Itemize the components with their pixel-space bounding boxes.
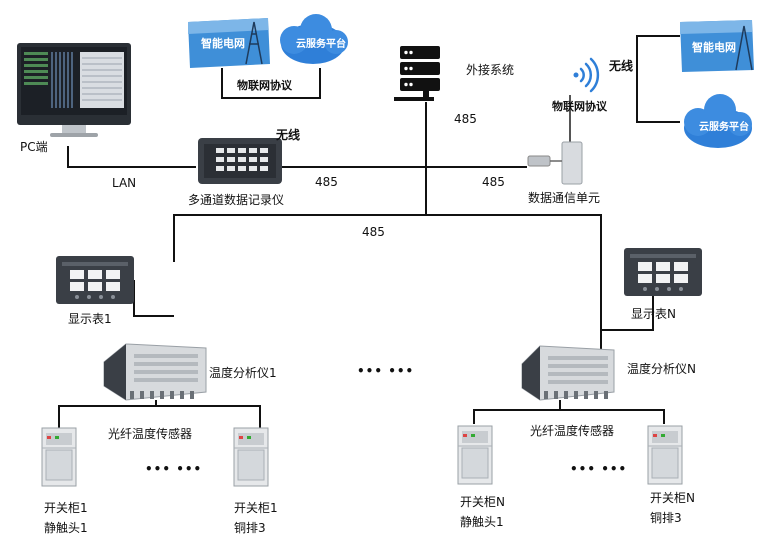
sensor-right-label: 光纤温度传感器 [530, 424, 615, 438]
data-logger-label: 多通道数据记录仪 [188, 193, 285, 207]
cloud-left-icon [280, 14, 348, 64]
display1-link [133, 280, 174, 317]
lan-link [67, 146, 196, 168]
iot-protocol-left-label: 物联网协议 [237, 79, 292, 92]
cloud-right-chip: 云服务平台 [699, 122, 749, 133]
pc-label: PC端 [20, 140, 48, 154]
connection-lines [58, 35, 680, 428]
fiber-right-bracket [473, 409, 665, 424]
fiber-left-bracket [58, 405, 261, 428]
cabinet-1a-point: 静触头1 [44, 521, 88, 535]
ellipsis-left: ••• ••• [145, 462, 203, 476]
cloud-left-chip: 云服务平台 [296, 39, 346, 50]
smart-grid-left-icon [188, 18, 270, 68]
display-meter-1-icon [56, 256, 134, 304]
wifi-signal-icon [573, 57, 600, 93]
cabinet-1b-point: 铜排3 [234, 521, 266, 535]
smart-grid-left-chip: 智能电网 [201, 37, 245, 50]
cabinet-nb-point: 铜排3 [650, 511, 682, 525]
pc-monitor-icon [17, 43, 131, 137]
bus-label-main: 485 [362, 225, 385, 239]
temperature-analyzer-n-icon [521, 345, 615, 401]
switch-cabinet-na-icon [457, 425, 493, 485]
switch-cabinet-1b-icon [233, 427, 269, 487]
cloud-right-icon [684, 94, 752, 148]
display-meter-n-icon [624, 248, 702, 296]
ellipsis-right: ••• ••• [570, 462, 628, 476]
cabinet-nb-name: 开关柜N [650, 491, 695, 505]
bus-label-dtu: 485 [482, 175, 505, 189]
iot-right-bracket [636, 35, 680, 123]
temperature-analyzer-1-icon [103, 343, 207, 401]
dtu-label: 数据通信单元 [528, 191, 601, 205]
bus-label-server: 485 [454, 112, 477, 126]
switch-cabinet-nb-icon [647, 425, 683, 485]
bus-485-main [173, 214, 602, 350]
display-n-label: 显示表N [631, 307, 676, 321]
external-system-label: 外接系统 [466, 63, 515, 77]
smart-grid-right-chip: 智能电网 [692, 41, 736, 54]
analyzer-1-label: 温度分析仪1 [209, 366, 277, 380]
wireless-right-label: 无线 [609, 59, 634, 73]
analyzer-n-label: 温度分析仪N [627, 362, 696, 376]
display-1-label: 显示表1 [68, 312, 112, 326]
smart-grid-right-icon [680, 20, 754, 72]
iot-protocol-right-label: 物联网协议 [552, 100, 607, 113]
sensor-left-label: 光纤温度传感器 [108, 427, 193, 441]
cabinet-na-point: 静触头1 [460, 515, 504, 529]
lan-label: LAN [112, 176, 137, 190]
dtu-icon [527, 95, 583, 185]
cabinet-1b-name: 开关柜1 [234, 501, 278, 515]
ellipsis-middle: ••• ••• [357, 364, 415, 378]
server-icon [394, 46, 440, 101]
switch-cabinet-1a-icon [41, 427, 77, 487]
cabinet-na-name: 开关柜N [460, 495, 505, 509]
data-logger-icon [198, 138, 282, 184]
wireless-left-label: 无线 [276, 128, 301, 142]
cabinet-1a-name: 开关柜1 [44, 501, 88, 515]
bus-label-logger: 485 [315, 175, 338, 189]
iot-left-bracket [221, 68, 321, 99]
displayn-link [601, 296, 654, 331]
